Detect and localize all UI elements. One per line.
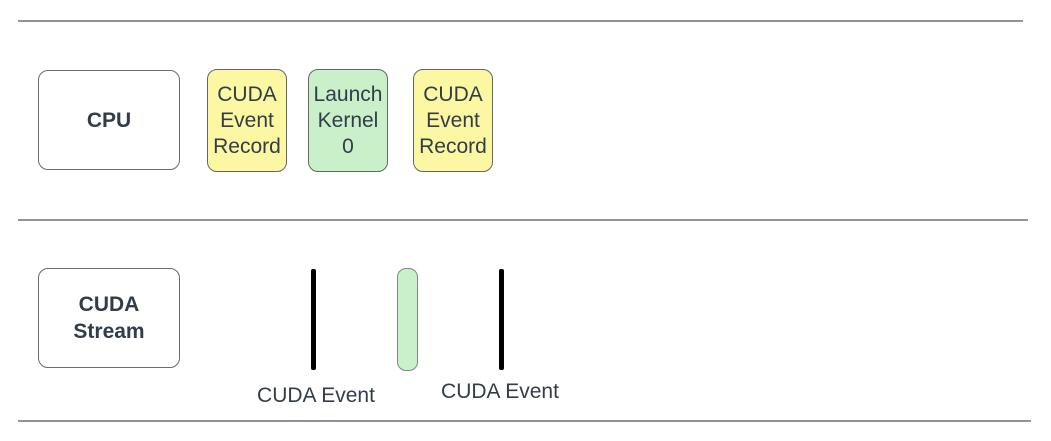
cpu-lane-label: CPU	[86, 108, 132, 132]
cuda-event-marker-2	[499, 269, 504, 370]
cpu-lane-box: CPU	[38, 70, 180, 170]
cuda-stream-lane-label: CUDA Stream	[73, 293, 145, 343]
cuda-event-marker-1	[311, 269, 316, 370]
cuda-event-record-box-1: CUDA Event Record	[207, 69, 287, 172]
cuda-event-label-2: CUDA Event	[441, 380, 559, 403]
launch-kernel-0-box-label: Launch Kernel 0	[313, 82, 383, 158]
cuda-event-record-box-2: CUDA Event Record	[413, 69, 493, 172]
divider-line-middle	[18, 219, 1028, 221]
launch-kernel-0-box: Launch Kernel 0	[308, 69, 388, 172]
kernel-execution-bar	[397, 268, 418, 371]
divider-line-bottom	[18, 420, 1031, 422]
cuda-event-record-box-1-label: CUDA Event Record	[213, 82, 281, 158]
cuda-stream-lane-box: CUDA Stream	[38, 268, 180, 368]
cuda-event-record-box-2-label: CUDA Event Record	[419, 82, 487, 158]
cuda-event-label-1: CUDA Event	[257, 384, 375, 407]
divider-line-top	[18, 20, 1023, 22]
